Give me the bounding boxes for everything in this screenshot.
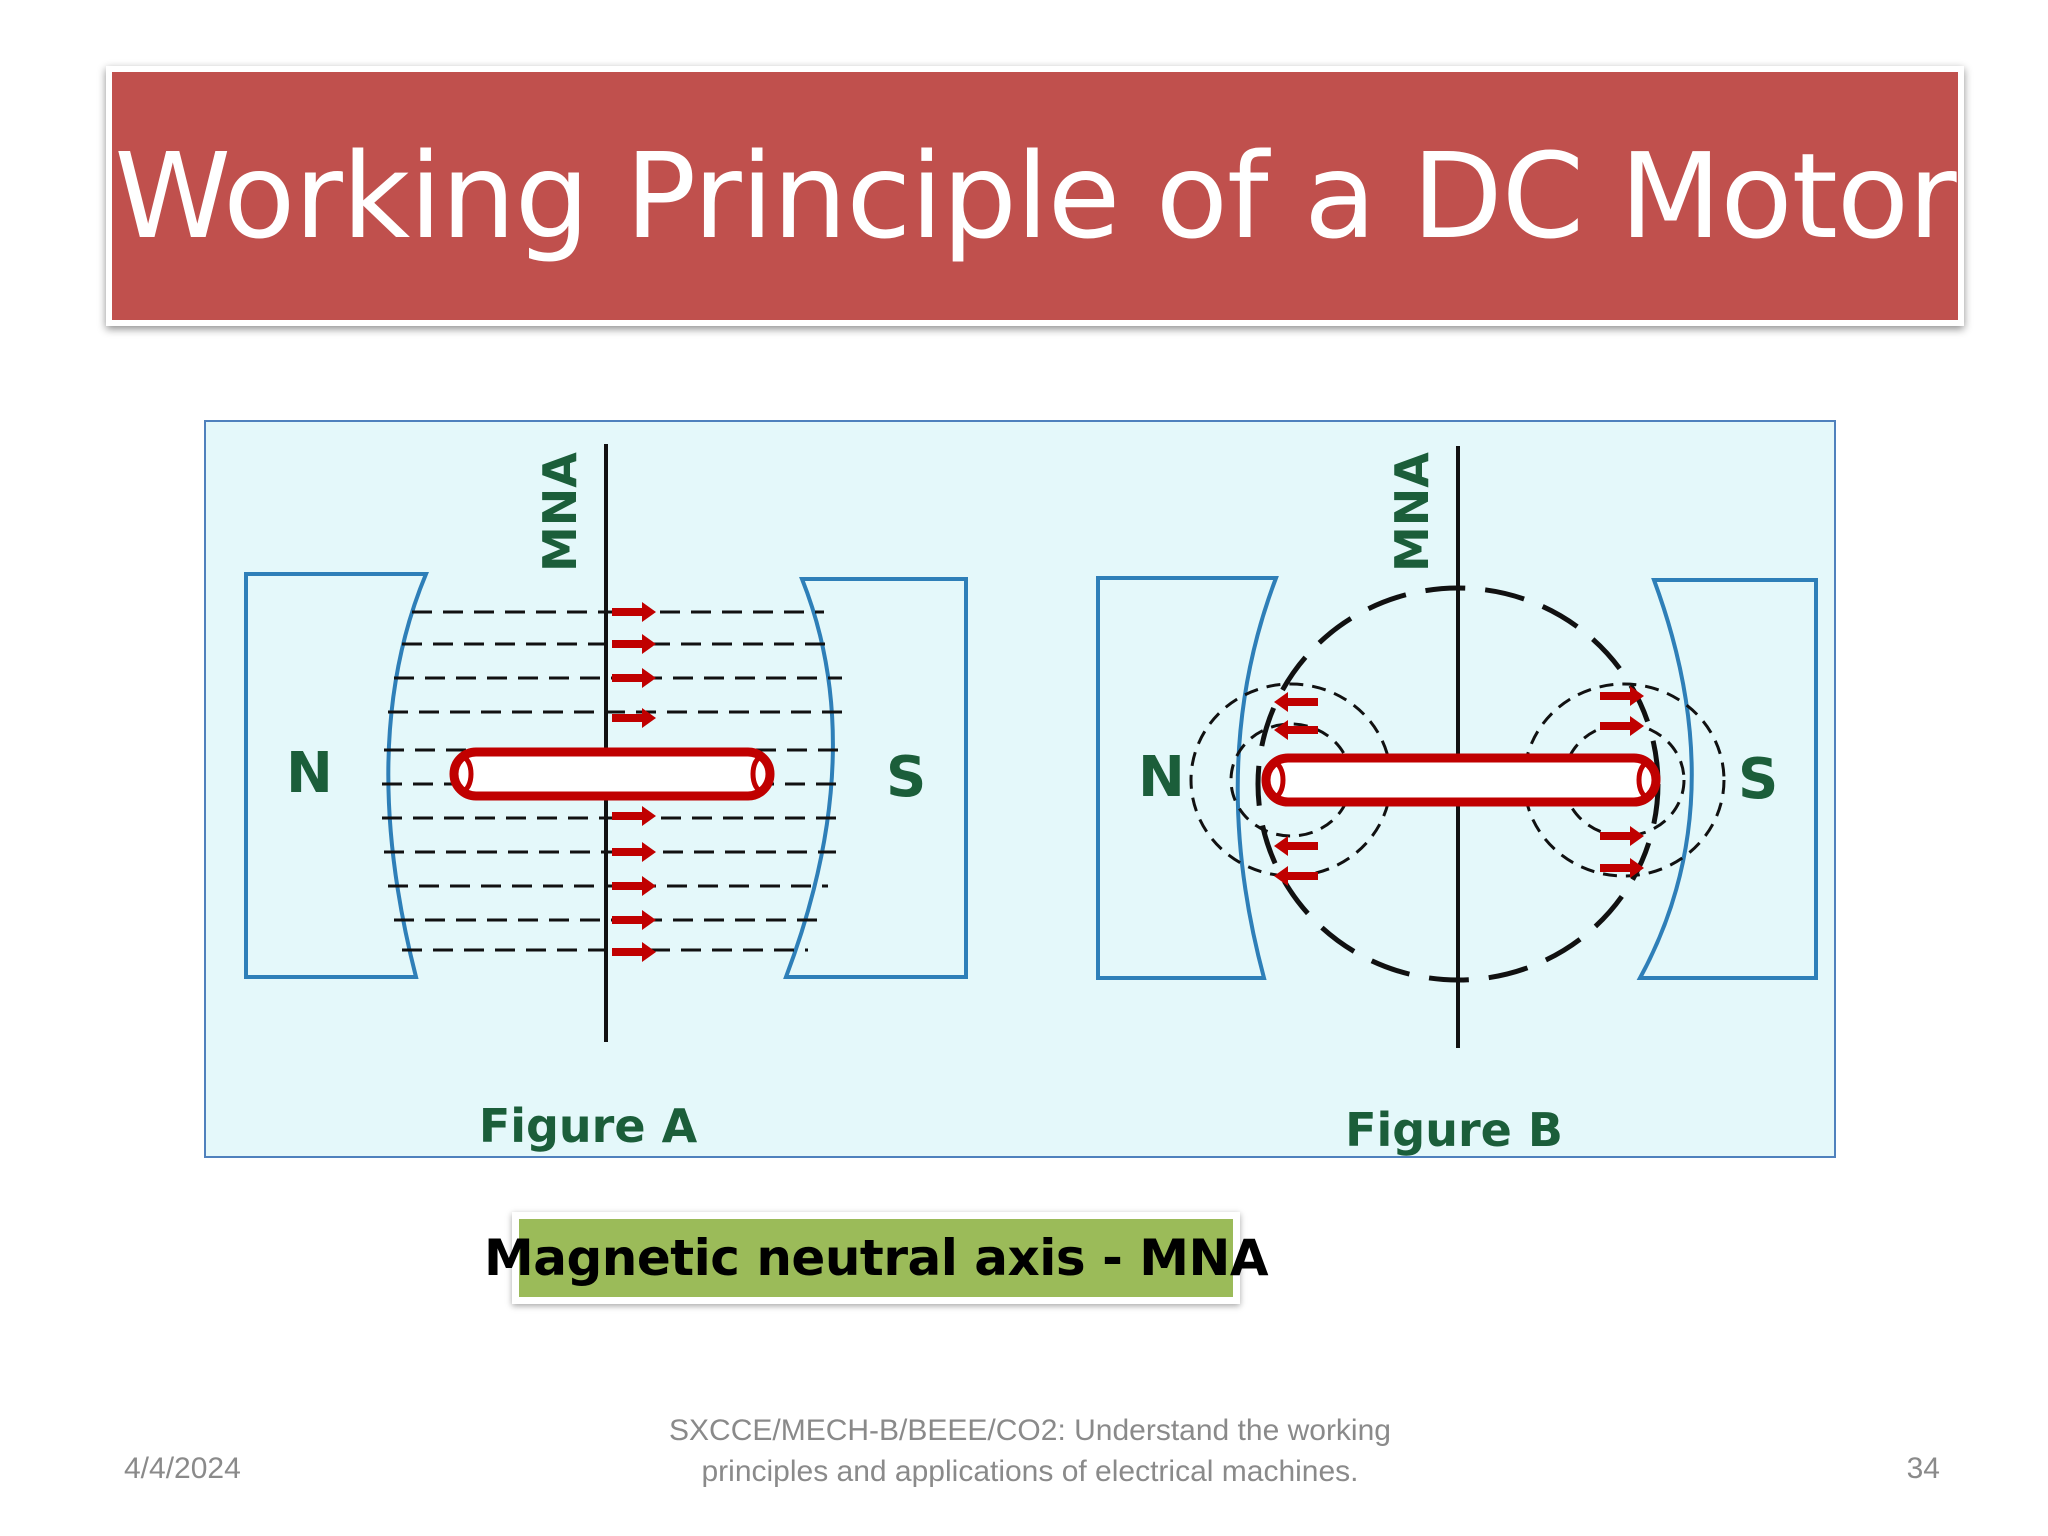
north-label-a: N bbox=[286, 741, 333, 806]
south-pole-b bbox=[1636, 578, 1818, 980]
figure-b: MNA N S Figure B bbox=[1096, 446, 1818, 1157]
figure-b-caption: Figure B bbox=[1345, 1103, 1563, 1157]
footer-course-outcome: SXCCE/MECH-B/BEEE/CO2: Understand the wo… bbox=[669, 1414, 1391, 1488]
north-pole-b bbox=[1096, 576, 1279, 980]
mna-label-a: MNA bbox=[533, 452, 587, 572]
mna-caption-box: Magnetic neutral axis - MNA bbox=[484, 1212, 1269, 1304]
title-banner: Working Principle of a DC Motor bbox=[106, 66, 1964, 326]
force-arrows-b-left bbox=[1274, 692, 1318, 886]
south-label-a: S bbox=[886, 745, 926, 810]
mna-label-b: MNA bbox=[1385, 452, 1439, 572]
figure-a: MNA N S Figure A bbox=[244, 444, 968, 1153]
force-arrows-a bbox=[612, 602, 656, 962]
mna-caption: Magnetic neutral axis - MNA bbox=[483, 1229, 1269, 1287]
south-label-b: S bbox=[1738, 747, 1778, 812]
footer-date: 4/4/2024 bbox=[124, 1452, 241, 1485]
figure-panel: MNA N S Figure A bbox=[204, 420, 1836, 1158]
motor-diagram: MNA N S Figure A bbox=[244, 444, 1818, 1157]
page-number: 34 bbox=[1906, 1452, 1940, 1485]
figure-a-caption: Figure A bbox=[479, 1099, 698, 1153]
south-pole-a bbox=[783, 577, 968, 979]
conductor-a bbox=[449, 747, 775, 801]
north-label-b: N bbox=[1138, 745, 1185, 810]
conductor-b bbox=[1261, 753, 1661, 807]
north-pole-a bbox=[244, 572, 429, 979]
force-arrows-b-right bbox=[1600, 686, 1644, 878]
slide-title: Working Principle of a DC Motor bbox=[114, 127, 1956, 265]
